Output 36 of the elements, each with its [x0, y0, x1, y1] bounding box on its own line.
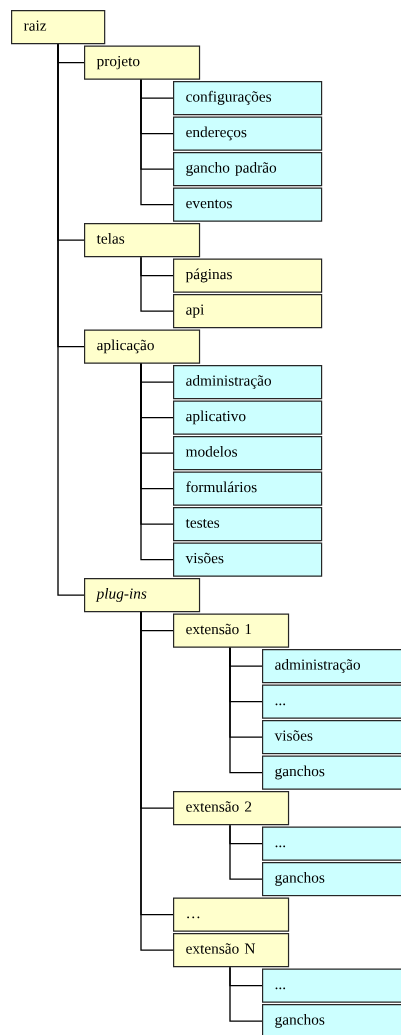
- folder-box: projeto: [84, 45, 201, 80]
- tree-connector: [229, 966, 263, 1022]
- folder-box: administração: [262, 649, 401, 684]
- folder-box: telas: [84, 223, 201, 258]
- folder-box: ganchos: [262, 1004, 401, 1035]
- tree-connector: [229, 647, 263, 774]
- tree-connector: [140, 363, 174, 561]
- folder-box: ganchos: [262, 755, 401, 790]
- folder-box: aplicativo: [173, 400, 323, 435]
- folder-box: testes: [173, 507, 323, 542]
- folder-box: ...: [262, 826, 401, 861]
- folder-box: eventos: [173, 187, 323, 222]
- tree-connector: [57, 43, 85, 596]
- folder-box: extensão 2: [173, 791, 290, 826]
- folder-box: ...: [262, 968, 401, 1003]
- folder-box: ...: [262, 684, 401, 719]
- folder-box: modelos: [173, 436, 323, 471]
- tree-connector: [140, 79, 174, 206]
- folder-box: visões: [173, 542, 323, 577]
- folder-box: formulários: [173, 471, 323, 506]
- folder-box: visões: [262, 720, 401, 755]
- tree-connector: [229, 824, 263, 880]
- folder-box: plug-ins: [84, 578, 201, 613]
- folder-box: configurações: [173, 81, 323, 116]
- folder-box: gancho padrão: [173, 152, 323, 187]
- folder-box: endereços: [173, 116, 323, 151]
- folder-box: administração: [173, 365, 323, 400]
- folder-box: ganchos: [262, 862, 401, 897]
- folder-box: extensão N: [173, 933, 290, 968]
- folder-box: páginas: [173, 258, 323, 293]
- folder-box: aplicação: [84, 329, 201, 364]
- tree-connector: [140, 256, 174, 312]
- folder-box: raiz: [11, 10, 106, 45]
- folder-box: …: [173, 897, 290, 932]
- folder-box: api: [173, 294, 323, 329]
- folder-box: extensão 1: [173, 613, 290, 648]
